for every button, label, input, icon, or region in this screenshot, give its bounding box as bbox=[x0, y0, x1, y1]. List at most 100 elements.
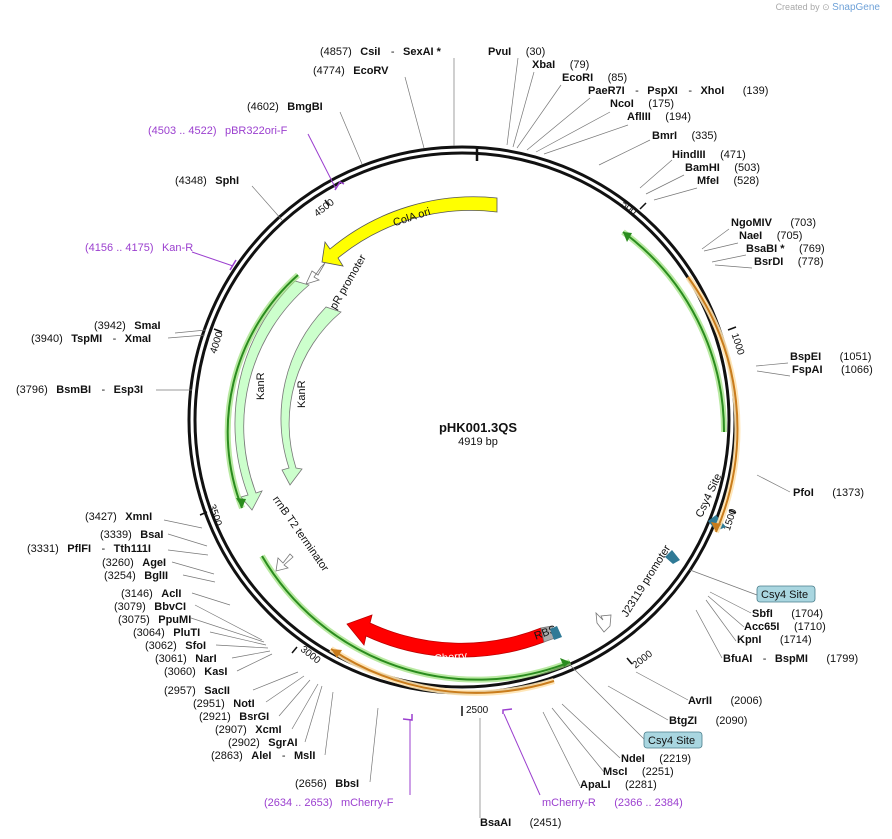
site-label-2451[interactable]: BsaAI (2451) bbox=[480, 813, 561, 830]
site-label-2281[interactable]: ApaLI (2281) bbox=[580, 775, 657, 792]
site-label-2219[interactable]: NdeI (2219) bbox=[621, 749, 691, 766]
site-label-3254[interactable]: (3254) BglII bbox=[104, 566, 168, 583]
site-label-3331[interactable]: (3331) PflFI - Tth111I bbox=[27, 539, 151, 556]
site-label-79[interactable]: XbaI (79) bbox=[532, 55, 589, 72]
csy4-site-mark-2[interactable] bbox=[665, 550, 680, 564]
feature-j23119-promoter[interactable]: J23119 promoter bbox=[595, 543, 673, 633]
site-label-2006[interactable]: AvrII (2006) bbox=[688, 691, 762, 708]
primer-label-pbr322ori-f[interactable]: (4503 .. 4522) pBR322ori-F bbox=[148, 121, 288, 138]
site-label-3796[interactable]: (3796) BsmBI - Esp3I bbox=[16, 380, 143, 397]
csy4-box-1[interactable]: Csy4 Site bbox=[756, 585, 816, 603]
site-label-3940[interactable]: (3940) TspMI - XmaI bbox=[31, 329, 151, 346]
site-label-1714[interactable]: KpnI (1714) bbox=[737, 630, 812, 647]
site-label-3942[interactable]: (3942) SmaI bbox=[94, 316, 161, 333]
site-label-1704[interactable]: SbfI (1704) bbox=[752, 604, 823, 621]
site-label-3075[interactable]: (3075) PpuMI bbox=[118, 610, 191, 627]
leader-lines bbox=[156, 57, 791, 818]
tick-label-4000: 4000 bbox=[208, 330, 225, 355]
site-label-1799[interactable]: BfuAI - BspMI (1799) bbox=[723, 649, 858, 666]
tick-label-1000: 1000 bbox=[729, 332, 746, 357]
right-orange-arc bbox=[687, 276, 739, 533]
site-label-705[interactable]: NaeI (705) bbox=[739, 226, 802, 243]
feature-rrnb-terminator[interactable]: rrnB T2 terminator bbox=[270, 494, 331, 574]
feature-label-mcherry: mCherry bbox=[424, 650, 468, 666]
site-label-2863[interactable]: (2863) AleI - MslI bbox=[211, 746, 315, 763]
site-label-2656[interactable]: (2656) BbsI bbox=[295, 774, 359, 791]
site-label-2907[interactable]: (2907) XcmI bbox=[215, 720, 282, 737]
site-label-2090[interactable]: BtgZI (2090) bbox=[669, 711, 747, 728]
primer-label-mcherry-r[interactable]: mCherry-R (2366 .. 2384) bbox=[542, 793, 683, 810]
site-label-85[interactable]: EcoRI (85) bbox=[562, 68, 627, 85]
bottom-orange-arrowhead bbox=[331, 649, 342, 658]
feature-kanr-inner[interactable]: KanR bbox=[280, 306, 342, 486]
right-green-arrowhead bbox=[623, 232, 632, 242]
plasmid-name: pHK001.3QS bbox=[439, 420, 517, 435]
snapgene-logo-icon: ⊙ bbox=[822, 2, 830, 12]
site-label-528[interactable]: MfeI (528) bbox=[697, 171, 759, 188]
tick-label-2500: 2500 bbox=[466, 705, 489, 716]
site-label-139[interactable]: PaeR7I - PspXI - XhoI (139) bbox=[588, 81, 768, 98]
feature-kanr-outer[interactable]: KanR bbox=[234, 280, 310, 511]
site-label-175[interactable]: NcoI (175) bbox=[610, 94, 674, 111]
feature-label-kanr-1: KanR bbox=[255, 372, 267, 400]
site-label-3339[interactable]: (3339) BsaI bbox=[100, 525, 164, 542]
site-label-3062[interactable]: (3062) SfoI bbox=[145, 636, 206, 653]
site-label-4857[interactable]: (4857) CsiI - SexAI * bbox=[320, 42, 442, 59]
site-label-503[interactable]: BamHI (503) bbox=[685, 158, 760, 175]
credit-prefix: Created by bbox=[775, 2, 820, 12]
bottom-orange-arc bbox=[330, 648, 555, 694]
site-label-471[interactable]: HindIII (471) bbox=[672, 145, 746, 162]
site-label-3060[interactable]: (3060) KasI bbox=[164, 662, 228, 679]
snapgene-credit: Created by ⊙ SnapGene bbox=[776, 2, 880, 13]
site-label-1051[interactable]: BspEI (1051) bbox=[790, 347, 871, 364]
primer-marks bbox=[191, 133, 541, 796]
bottom-green-arc bbox=[261, 555, 571, 681]
credit-brand: SnapGene bbox=[832, 2, 880, 13]
tick-label-500: 500 bbox=[619, 199, 639, 218]
feature-label-kanr-2: KanR bbox=[296, 380, 308, 408]
site-label-1066[interactable]: FspAI (1066) bbox=[792, 360, 873, 377]
site-label-2902[interactable]: (2902) SgrAI bbox=[228, 733, 298, 750]
site-label-3061[interactable]: (3061) NarI bbox=[155, 649, 217, 666]
bottom-green-halo bbox=[259, 554, 572, 683]
tick-label-3000: 3000 bbox=[298, 644, 323, 667]
site-label-3260[interactable]: (3260) AgeI bbox=[102, 553, 166, 570]
site-label-1373[interactable]: PfoI (1373) bbox=[793, 483, 864, 500]
bottom-green-arrowhead bbox=[560, 658, 570, 667]
site-label-3079[interactable]: (3079) BbvCI bbox=[114, 597, 186, 614]
csy4-box-2-label: Csy4 Site bbox=[648, 735, 695, 747]
site-label-2921[interactable]: (2921) BsrGI bbox=[199, 707, 269, 724]
site-label-194[interactable]: AflIII (194) bbox=[627, 107, 691, 124]
site-label-2251[interactable]: MscI (2251) bbox=[603, 762, 674, 779]
site-label-335[interactable]: BmrI (335) bbox=[652, 126, 717, 143]
csy4-site-mark-1[interactable] bbox=[550, 626, 562, 640]
site-label-769[interactable]: BsaBI * (769) bbox=[746, 239, 825, 256]
primer-label-mcherry-f[interactable]: (2634 .. 2653) mCherry-F bbox=[264, 793, 394, 810]
left-green-arc bbox=[226, 274, 299, 509]
tick-label-2000: 2000 bbox=[631, 648, 656, 671]
site-label-30[interactable]: PvuI (30) bbox=[488, 42, 545, 59]
primer-label-kan-r[interactable]: (4156 .. 4175) Kan-R bbox=[85, 238, 193, 255]
site-label-4774[interactable]: (4774) EcoRV bbox=[313, 61, 389, 78]
site-label-3146[interactable]: (3146) AclI bbox=[121, 584, 181, 601]
left-green-arrowhead bbox=[236, 498, 246, 508]
right-green-arc bbox=[622, 231, 726, 433]
plasmid-size: 4919 bp bbox=[458, 436, 498, 448]
site-label-778[interactable]: BsrDI (778) bbox=[754, 252, 823, 269]
site-label-2957[interactable]: (2957) SacII bbox=[164, 681, 230, 698]
feature-cola-ori[interactable]: ColA ori bbox=[321, 196, 498, 267]
site-label-4602[interactable]: (4602) BmgBI bbox=[247, 97, 323, 114]
site-label-1710[interactable]: Acc65I (1710) bbox=[744, 617, 826, 634]
site-label-703[interactable]: NgoMIV (703) bbox=[731, 213, 816, 230]
right-orange-arrowhead bbox=[711, 522, 721, 532]
site-label-2951[interactable]: (2951) NotI bbox=[193, 694, 255, 711]
feature-mcherry[interactable]: mCherry bbox=[346, 614, 545, 666]
right-green-halo bbox=[621, 229, 728, 433]
site-label-3064[interactable]: (3064) PluTI bbox=[133, 623, 200, 640]
site-label-3427[interactable]: (3427) XmnI bbox=[85, 507, 152, 524]
csy4-box-2[interactable]: Csy4 Site bbox=[643, 731, 703, 749]
backbone-inner bbox=[193, 151, 731, 689]
site-label-4348[interactable]: (4348) SphI bbox=[175, 171, 239, 188]
csy4-box-1-label: Csy4 Site bbox=[761, 589, 808, 601]
